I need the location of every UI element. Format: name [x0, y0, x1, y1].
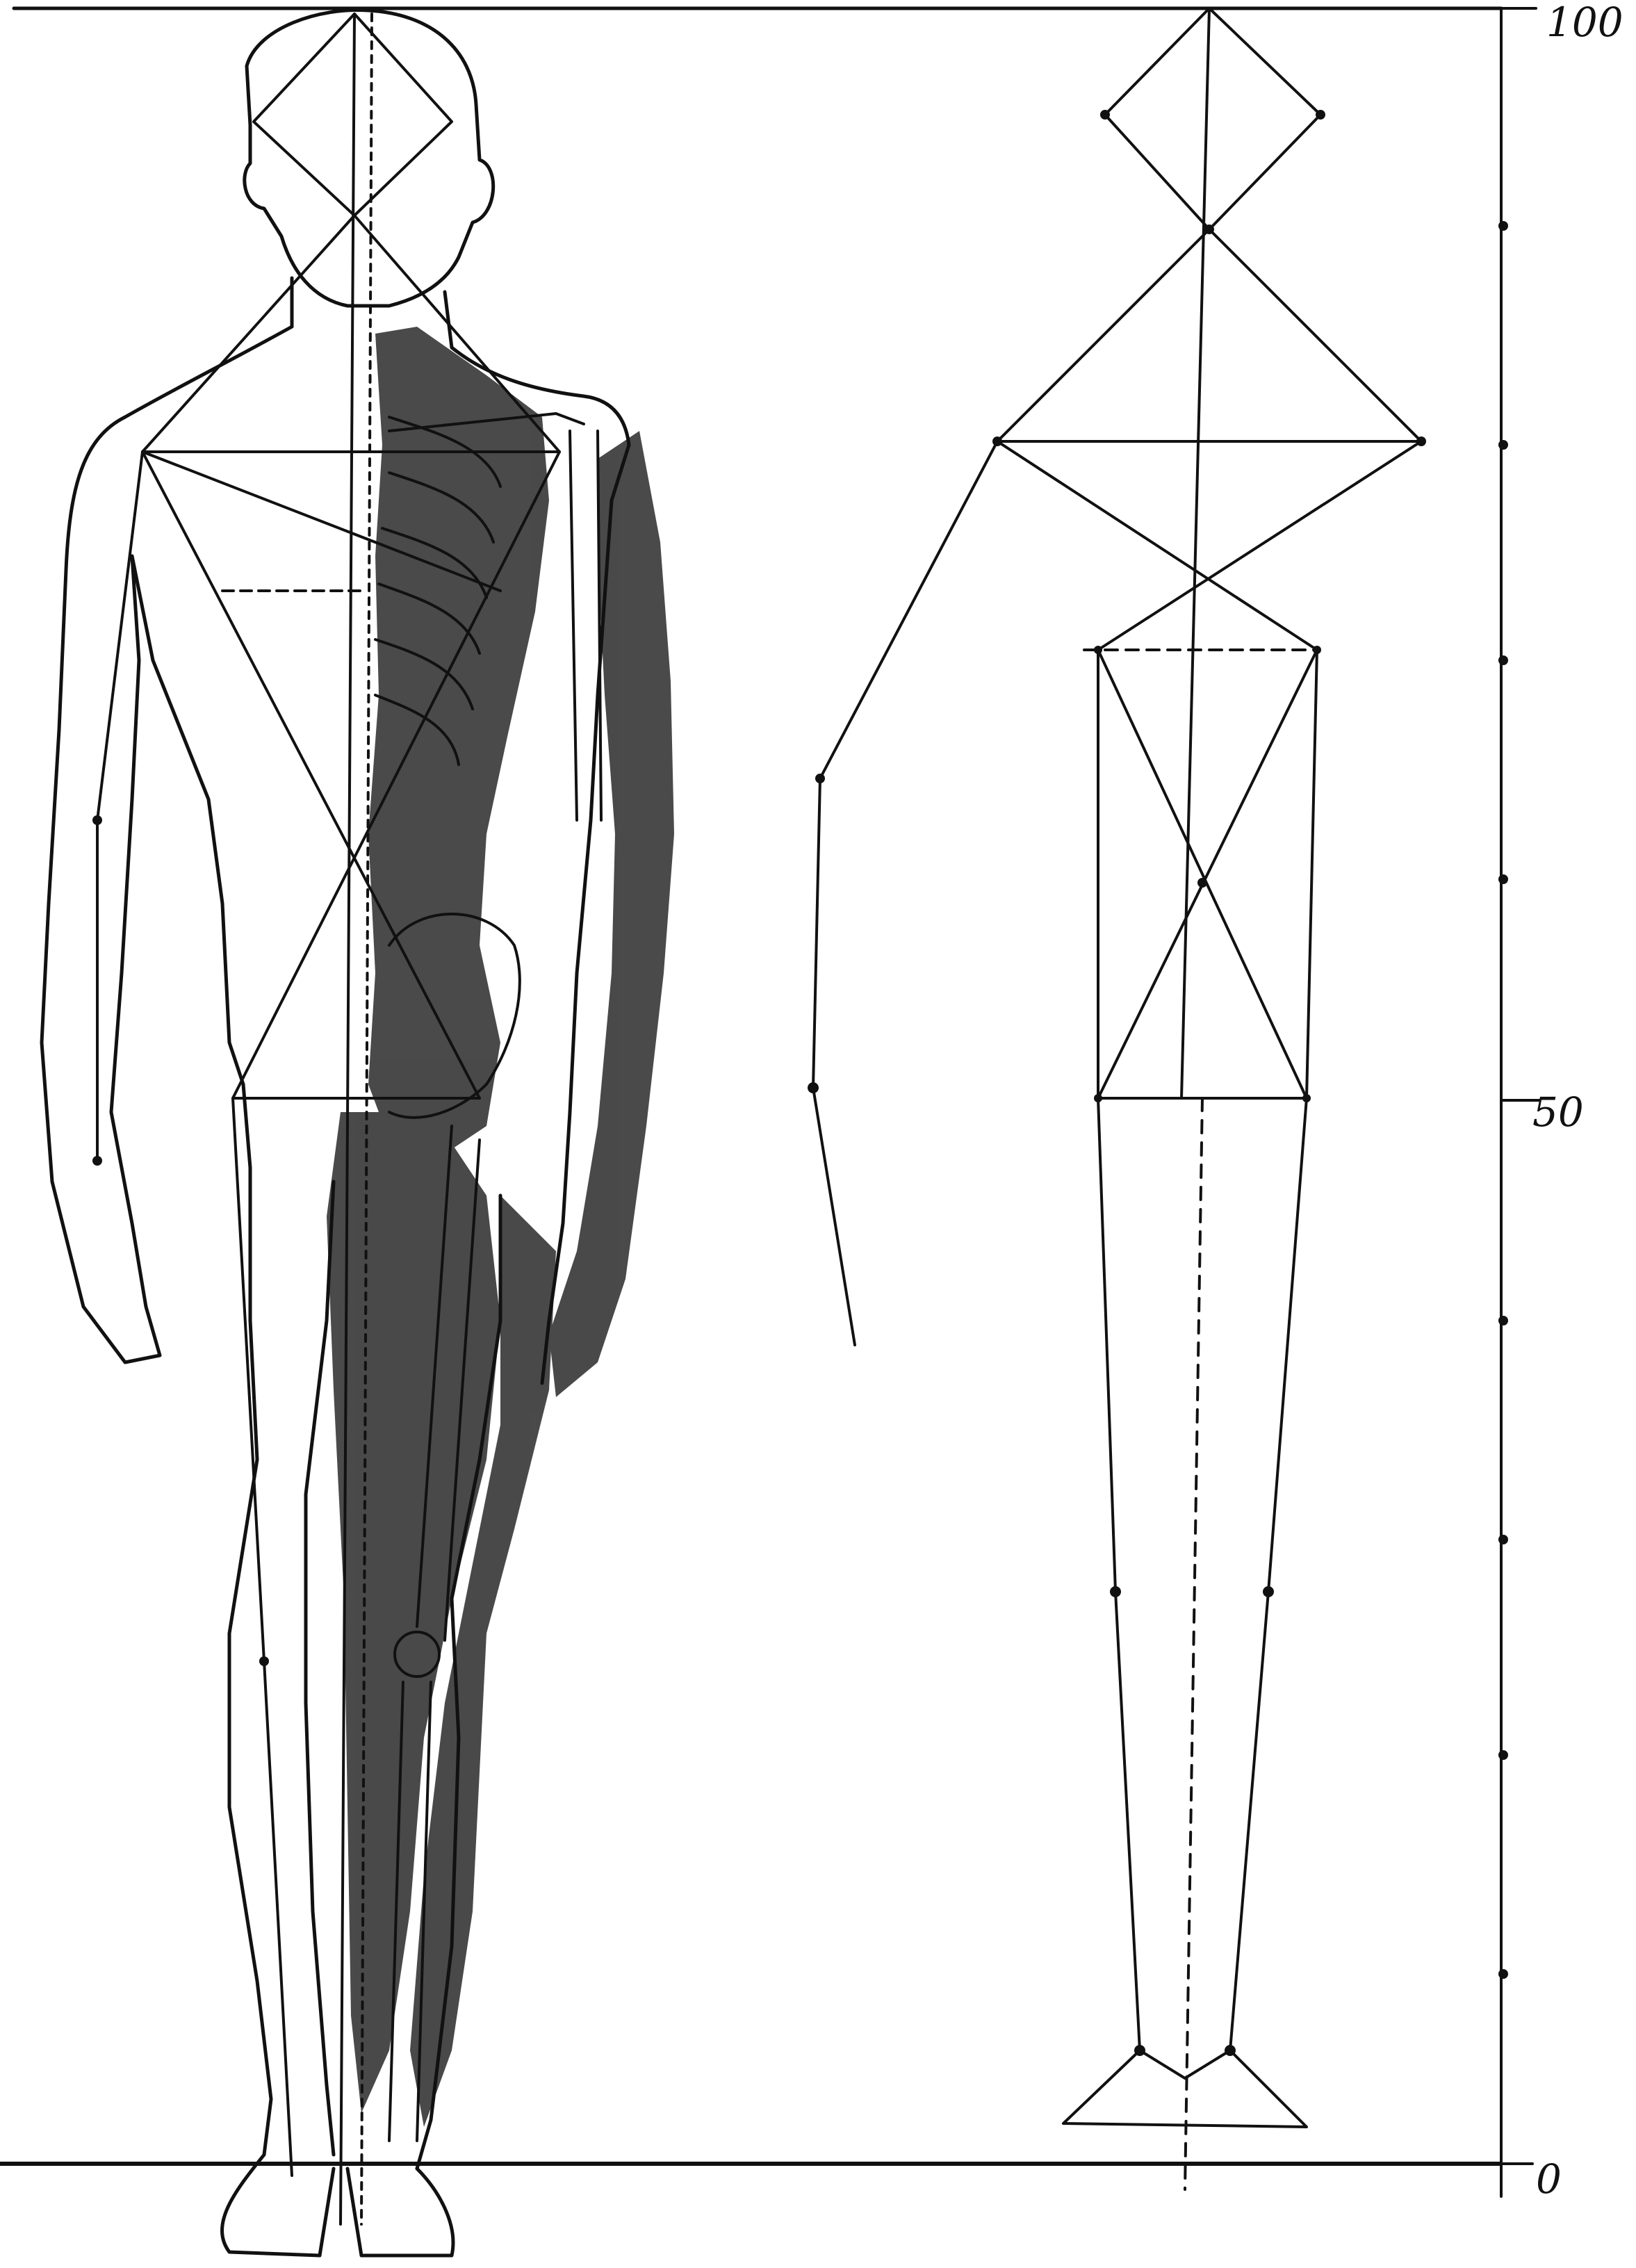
- stick-head-diamond: [1105, 8, 1320, 229]
- stick-shin-right: [1230, 1592, 1268, 2050]
- stick-hip-x-1: [1098, 650, 1307, 1098]
- frame: [0, 8, 1501, 2196]
- stick-arm-upper: [820, 441, 997, 778]
- scale-label-50: 50: [1532, 1088, 1584, 1136]
- right-arm-shading: [549, 431, 674, 1397]
- proportion-stick-figure: [808, 8, 1426, 2189]
- stick-center-axis-dashed: [1185, 1098, 1202, 2189]
- scale-label-100: 100: [1546, 0, 1623, 46]
- stick-arm-forearm: [813, 778, 820, 1088]
- stick-center-axis: [1181, 8, 1209, 1098]
- left-shin-axis: [264, 1661, 292, 2176]
- head-outline: [245, 10, 493, 306]
- stick-leg-right: [1268, 1098, 1307, 1592]
- left-shoulder-arm-outline: [42, 327, 292, 1362]
- scale-label-0: 0: [1536, 2155, 1562, 2203]
- stick-leg-left: [1098, 1098, 1115, 1592]
- body-outline: [42, 10, 629, 2255]
- stick-hip-x-2: [1098, 650, 1317, 1098]
- left-leg-outline: [229, 1084, 271, 2155]
- humerus: [570, 431, 601, 820]
- stick-diag-right: [1098, 441, 1421, 650]
- stick-shin-left: [1115, 1592, 1140, 2050]
- stick-hip-right-side: [1307, 650, 1317, 1098]
- height-scale: 100 50 0: [1498, 0, 1623, 2203]
- stick-arm-hand: [813, 1088, 855, 1345]
- stick-feet: [1063, 2050, 1307, 2127]
- inner-leg-outline: [306, 1182, 334, 2155]
- stick-torso-triangle: [997, 229, 1421, 441]
- feet-outline: [222, 2155, 453, 2255]
- left-torso-outline: [132, 556, 243, 1084]
- stick-diag-left: [997, 441, 1317, 650]
- stick-joint-dots: [808, 110, 1426, 2056]
- anatomical-figure: [42, 10, 674, 2255]
- anatomical-proportion-lines: [92, 14, 559, 2224]
